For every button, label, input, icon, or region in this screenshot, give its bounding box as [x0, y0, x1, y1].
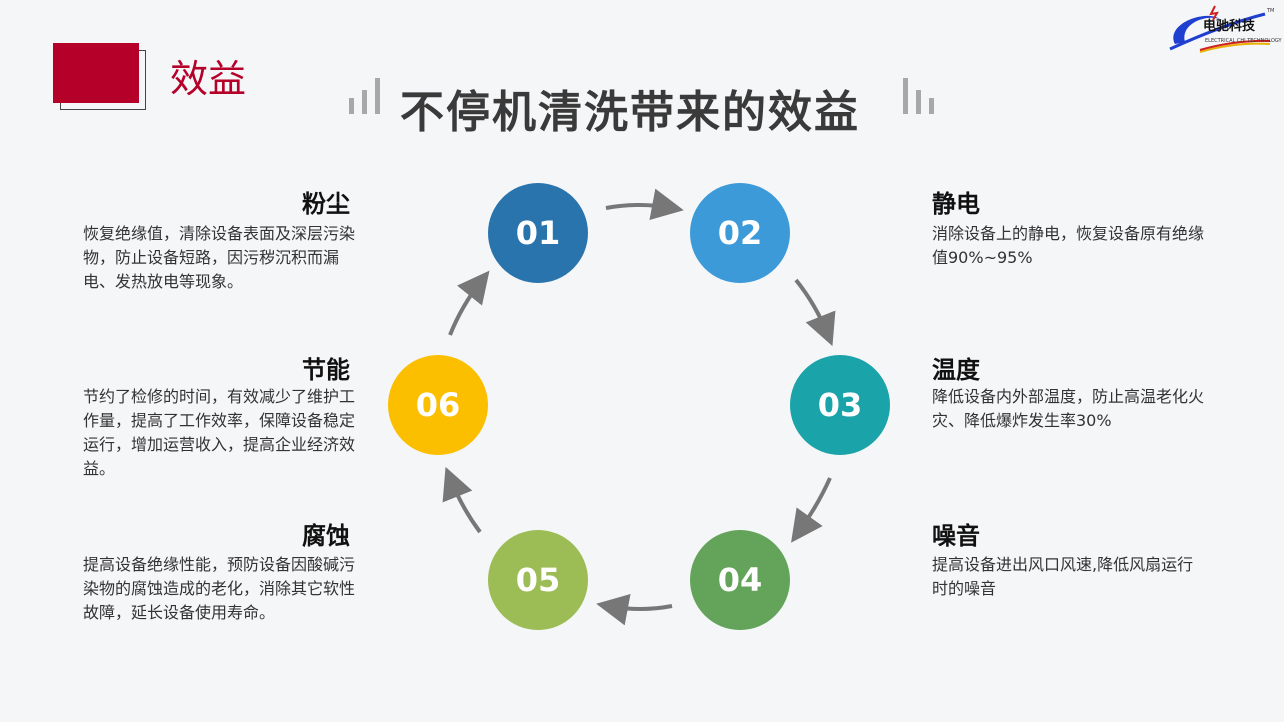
logo: 电驰科技 ELECTRICAL CHI TECHNOLOGY TM [1165, 4, 1282, 54]
arrow-02-03 [794, 278, 836, 347]
step-desc-03: 降低设备内外部温度，防止高温老化火灾、降低爆炸发生率30% [932, 387, 1205, 430]
logo-text: 电驰科技 [1203, 19, 1256, 34]
logo-tm: TM [1267, 8, 1275, 14]
arrow-05-06 [442, 466, 482, 534]
arrow-04-05 [596, 593, 673, 626]
step-circle-02: 02 [690, 183, 790, 283]
step-desc-04: 提高设备进出风口风速,降低风扇运行时的噪音 [932, 555, 1194, 598]
step-circle-04: 04 [690, 530, 790, 630]
step-title-05: 腐蚀 [302, 522, 350, 550]
section-marker [53, 43, 139, 103]
step-circle-01: 01 [488, 183, 588, 283]
arrow-03-04 [791, 477, 832, 543]
logo-swoosh-icon [1169, 5, 1271, 53]
arrow-01-02 [605, 188, 684, 221]
step-title-01: 粉尘 [302, 190, 350, 218]
step-circle-03: 03 [790, 355, 890, 455]
step-title-03: 温度 [932, 356, 980, 384]
step-desc-05: 提高设备绝缘性能，预防设备因酸碱污染物的腐蚀造成的老化，消除其它软性故障，延长设… [83, 555, 356, 622]
step-desc-02: 消除设备上的静电，恢复设备原有绝缘值90%~95% [932, 224, 1205, 267]
page-title: 不停机清洗带来的效益 [400, 87, 860, 138]
step-circle-06: 06 [388, 355, 488, 455]
step-desc-01: 恢复绝缘值，清除设备表面及深层污染物，防止设备短路，因污秽沉积而漏电、发热放电等… [83, 224, 356, 291]
logo-subtext: ELECTRICAL CHI TECHNOLOGY [1205, 38, 1282, 44]
step-title-02: 静电 [932, 190, 980, 218]
step-title-04: 噪音 [932, 522, 980, 550]
step-desc-06: 节约了检修的时间，有效减少了维护工作量，提高了工作效率，保障设备稳定运行，增加运… [83, 387, 356, 478]
step-circle-05: 05 [488, 530, 588, 630]
section-label: 效益 [170, 57, 247, 101]
arrow-06-01 [448, 270, 490, 336]
step-title-06: 节能 [302, 356, 350, 384]
